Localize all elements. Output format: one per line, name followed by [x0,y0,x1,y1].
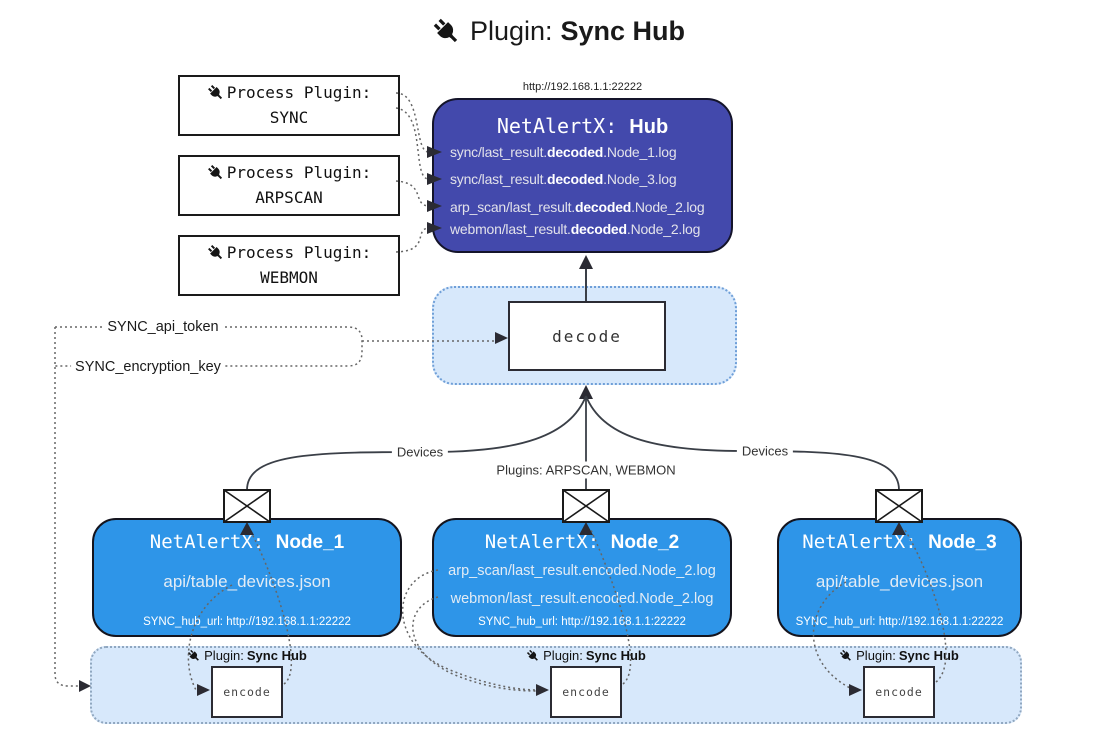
hub-title-prefix: NetAlertX: [496,114,630,138]
sync-encryption-key-label: SYNC_encryption_key [71,359,225,375]
node-title: NetAlertX: Node_1 [149,531,345,553]
plug-icon [426,10,468,52]
node-content-line: api/table_devices.json [815,572,984,591]
process-plugin-label: Process Plugin: [226,242,372,262]
process-plugin-name: ARPSCAN [255,187,323,207]
sync-api-token-label: SYNC_api_token [103,319,223,335]
node-content-line: webmon/last_result.encoded.Node_2.log [450,591,714,607]
title-name: Sync Hub [560,16,686,46]
encode-box: encode [550,666,622,718]
node-2-box: NetAlertX: Node_2 arp_scan/last_result.e… [432,518,732,637]
process-plugin-name: SYNC [269,107,309,127]
title-prefix: Plugin: [469,16,553,46]
key-connectors [54,326,508,692]
node-content-line: api/table_devices.json [163,572,331,591]
node-footer: SYNC_hub_url: http://192.168.1.1:22222 [143,616,351,628]
plug-icon [184,646,204,666]
plug-icon [203,240,228,265]
plug-icon [203,160,228,185]
hub-url: http://192.168.1.1:22222 [522,81,643,93]
hub-box: NetAlertX: Hub sync/last_result.decoded.… [432,98,733,253]
node-footer: SYNC_hub_url: http://192.168.1.1:22222 [478,616,686,628]
plug-icon [836,646,856,666]
encode-section-label: Plugin: Sync Hub [839,648,959,663]
encode-box: encode [211,666,283,718]
process-plugin-webmon: Process Plugin: WEBMON [178,235,400,296]
process-plugin-arpscan: Process Plugin: ARPSCAN [178,155,400,216]
decode-box: decode [508,301,666,371]
node-footer: SYNC_hub_url: http://192.168.1.1:22222 [795,616,1004,628]
hub-title: NetAlertX: Hub [434,114,731,139]
hub-log-line: webmon/last_result.decoded.Node_2.log [450,221,701,237]
process-plugin-label: Process Plugin: [226,162,372,182]
node-title: NetAlertX: Node_3 [802,531,997,553]
process-plugin-label: Process Plugin: [226,82,372,102]
encode-section-label: Plugin: Sync Hub [187,648,307,663]
hub-title-name: Hub [629,116,669,138]
node-1-box: NetAlertX: Node_1 api/table_devices.json… [92,518,402,637]
hub-log-line: arp_scan/last_result.decoded.Node_2.log [450,199,705,215]
encode-box: encode [863,666,935,718]
edge-label-devices-left: Devices [391,443,449,461]
node-content-line: arp_scan/last_result.encoded.Node_2.log [448,563,716,579]
page-title: Plugin: Sync Hub [0,16,1117,47]
encode-section-label: Plugin: Sync Hub [526,648,646,663]
hub-log-line: sync/last_result.decoded.Node_3.log [450,171,677,187]
hub-log-line: sync/last_result.decoded.Node_1.log [450,144,677,160]
edge-label-plugins: Plugins: ARPSCAN, WEBMON [491,461,681,479]
process-plugin-sync: Process Plugin: SYNC [178,75,400,136]
plug-icon [523,646,543,666]
node-title: NetAlertX: Node_2 [484,531,680,553]
edge-label-devices-right: Devices [736,442,794,460]
plug-icon [203,80,228,105]
process-plugin-name: WEBMON [260,267,318,287]
node-3-box: NetAlertX: Node_3 api/table_devices.json… [777,518,1022,637]
